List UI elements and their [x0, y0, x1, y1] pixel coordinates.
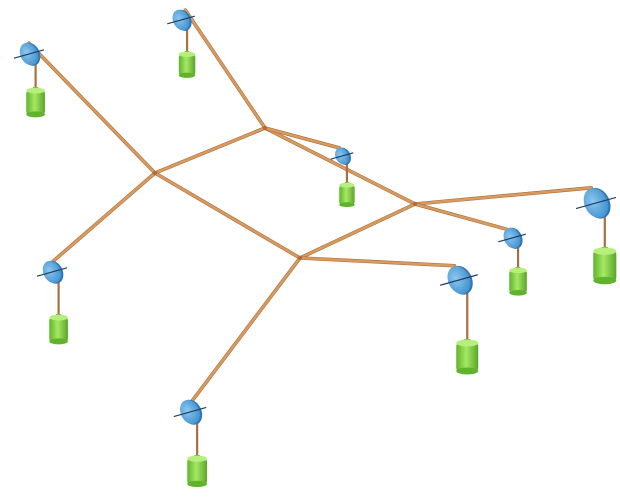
- weight-icon: [593, 247, 617, 285]
- string-network: [27, 8, 594, 403]
- pulley-axle: [575, 196, 617, 210]
- pulley-assembly-6: [440, 265, 479, 375]
- weight-body: [187, 458, 208, 484]
- weight-top: [509, 267, 527, 274]
- weight-top: [26, 87, 45, 94]
- weight-top: [339, 182, 355, 188]
- string-knot-icon: [262, 125, 268, 131]
- string-d-p5: [413, 202, 508, 231]
- string-c-p8: [191, 256, 302, 402]
- pulley-assembly-8: [173, 399, 208, 488]
- string-knot-icon: [297, 255, 303, 261]
- weight-icon: [339, 182, 355, 208]
- pulley-assembly-4: [575, 187, 617, 285]
- weight-top: [49, 314, 68, 321]
- weight-body: [593, 251, 617, 281]
- pulley-assembly-7: [36, 260, 68, 345]
- weight-bottom: [509, 290, 527, 296]
- string-b-p2: [184, 8, 267, 130]
- pulley-axle: [167, 15, 195, 25]
- pulley-assembly-2: [167, 9, 196, 78]
- pulley-icon: [42, 260, 64, 284]
- weight-body: [456, 343, 479, 371]
- weight-top: [187, 455, 208, 462]
- string-a-p7: [52, 171, 157, 263]
- string-d-p4: [413, 186, 593, 206]
- weight-bottom: [456, 367, 479, 375]
- pulley-assembly-5: [498, 227, 527, 296]
- string-a-p1: [27, 42, 157, 175]
- string-c-p6: [298, 256, 456, 267]
- pulley-axle: [440, 274, 478, 286]
- weight-body: [49, 317, 68, 342]
- string-a-b: [153, 126, 267, 175]
- string-knot-icon: [152, 170, 158, 176]
- weight-bottom: [49, 338, 68, 345]
- weight-bottom: [26, 111, 45, 118]
- pulley-axle: [498, 233, 526, 243]
- weight-top: [456, 339, 479, 347]
- weight-icon: [26, 87, 45, 118]
- string-b-p3: [263, 126, 341, 150]
- pulley-axle: [36, 267, 68, 277]
- weight-icon: [187, 455, 208, 488]
- weight-top: [593, 247, 617, 255]
- weight-top: [178, 51, 196, 57]
- weight-bottom: [187, 480, 208, 488]
- knot-group: [152, 125, 418, 261]
- weight-body: [339, 185, 355, 205]
- weight-body: [178, 54, 196, 76]
- pulley-assembly-3: [330, 147, 355, 208]
- pulley-axle: [173, 406, 207, 418]
- weight-icon: [49, 314, 68, 345]
- pulley-assembly-1: [13, 42, 45, 118]
- weight-bottom: [178, 72, 196, 78]
- weight-icon: [178, 51, 196, 78]
- pulley-axle: [13, 49, 45, 59]
- pulley-group: [13, 9, 617, 488]
- pulley-axle: [330, 152, 354, 160]
- weight-body: [26, 90, 45, 115]
- string-knot-icon: [412, 201, 418, 207]
- weight-icon: [456, 339, 479, 375]
- string-a-c: [153, 171, 302, 260]
- weight-body: [509, 270, 527, 293]
- string-b-d: [263, 126, 417, 206]
- string-c-d: [298, 202, 417, 260]
- weight-icon: [509, 267, 527, 296]
- weight-bottom: [593, 276, 617, 285]
- weight-bottom: [339, 202, 355, 208]
